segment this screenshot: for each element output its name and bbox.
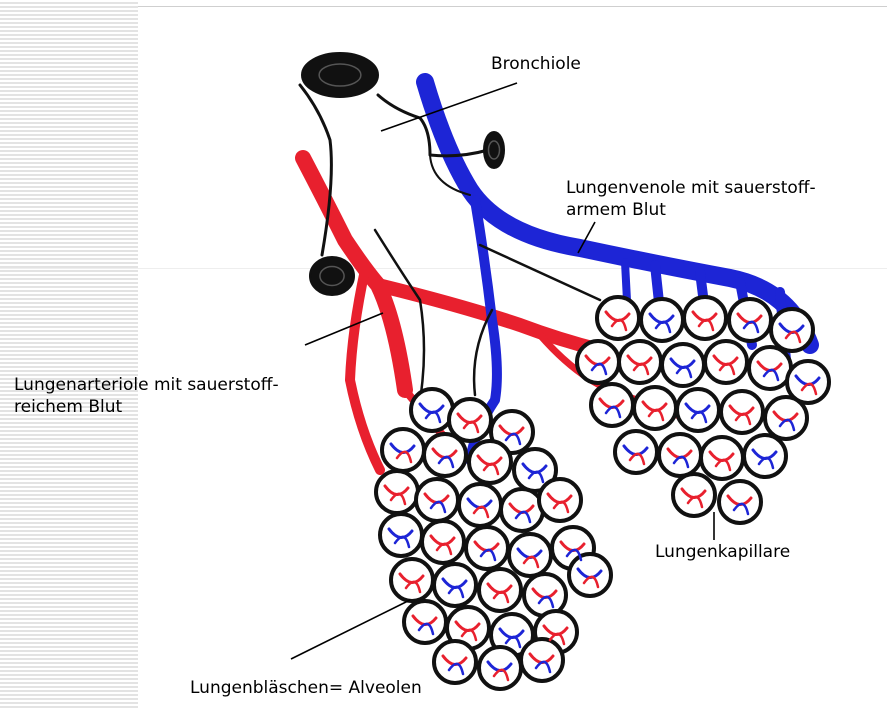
- alveolus: [521, 639, 563, 681]
- alveolus: [615, 431, 657, 473]
- capillary-label: Lungenkapillare: [655, 541, 790, 563]
- alveolus: [416, 479, 458, 521]
- alveolus: [434, 641, 476, 683]
- alveolus: [619, 341, 661, 383]
- alveolus: [673, 474, 715, 516]
- alveolus: [749, 347, 791, 389]
- bronchiole-opening: [302, 53, 378, 97]
- alveolus: [424, 434, 466, 476]
- bronchiole-opening: [484, 132, 504, 168]
- venole-label-line-1: Lungenvenole mit sauerstoff-: [566, 177, 816, 199]
- venole-label: Lungenvenole mit sauerstoff- armem Blut: [566, 177, 816, 221]
- alveolus: [577, 341, 619, 383]
- alveolus: [376, 471, 418, 513]
- alveolus: [391, 559, 433, 601]
- alveolus: [509, 534, 551, 576]
- alveolus: [501, 489, 543, 531]
- venole-label-line-2: armem Blut: [566, 199, 816, 221]
- alveolus: [729, 299, 771, 341]
- alveolus: [466, 527, 508, 569]
- alveolus: [765, 397, 807, 439]
- alveoli-clusters: [376, 297, 829, 689]
- alveolus: [411, 389, 453, 431]
- alveolus: [634, 387, 676, 429]
- arteriole-pointer: [305, 313, 383, 345]
- arteriole-label: Lungenarteriole mit sauerstoff- reichem …: [14, 374, 279, 418]
- alveolus: [719, 481, 761, 523]
- bronchiole-pointer: [381, 83, 517, 131]
- alveolus: [721, 391, 763, 433]
- alveolus: [479, 647, 521, 689]
- alveolus: [404, 601, 446, 643]
- alveolus: [744, 435, 786, 477]
- alveolus: [684, 297, 726, 339]
- alveoli-label: Lungenbläschen= Alveolen: [190, 677, 422, 699]
- alveolus: [380, 514, 422, 556]
- alveolus: [641, 299, 683, 341]
- alveoli-pointer: [291, 600, 410, 659]
- alveolus: [459, 484, 501, 526]
- alveolus: [659, 434, 701, 476]
- bronchiole-opening: [310, 257, 354, 295]
- alveolus: [422, 521, 464, 563]
- alveolus: [705, 341, 747, 383]
- alveolus: [569, 554, 611, 596]
- alveolus: [469, 441, 511, 483]
- bronchiole-label: Bronchiole: [491, 53, 581, 75]
- alveolus: [771, 309, 813, 351]
- alveolus: [701, 437, 743, 479]
- alveolus: [597, 297, 639, 339]
- arteriole-label-line-2: reichem Blut: [14, 396, 279, 418]
- alveolus: [382, 429, 424, 471]
- alveolus: [591, 384, 633, 426]
- arteriole-label-line-1: Lungenarteriole mit sauerstoff-: [14, 374, 279, 396]
- alveolus: [539, 479, 581, 521]
- alveolus: [677, 389, 719, 431]
- alveolus: [479, 569, 521, 611]
- alveolus: [434, 564, 476, 606]
- alveolus: [662, 344, 704, 386]
